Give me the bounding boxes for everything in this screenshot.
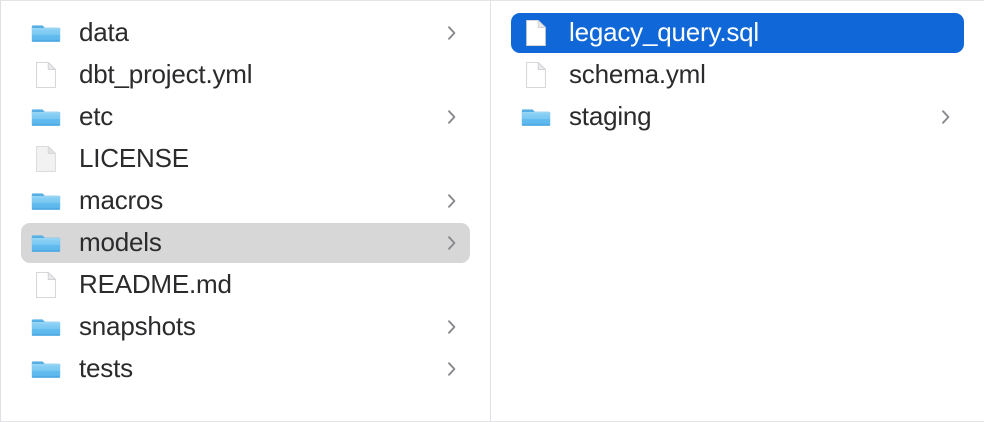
file-row[interactable]: dbt_project.yml [21,55,470,95]
folder-icon [31,186,61,216]
folder-row[interactable]: tests [21,349,470,389]
folder-row[interactable]: data [21,13,470,53]
chevron-right-icon[interactable] [446,317,458,337]
item-label: staging [569,103,652,131]
column-parent: data dbt_project.yml [1,1,491,421]
chevron-right-icon[interactable] [446,359,458,379]
document-icon [31,270,61,300]
item-label: data [79,19,129,47]
file-row[interactable]: README.md [21,265,470,305]
folder-row[interactable]: staging [511,97,964,137]
folder-icon [521,102,551,132]
item-label: macros [79,187,164,215]
folder-row[interactable]: etc [21,97,470,137]
folder-row[interactable]: snapshots [21,307,470,347]
file-row[interactable]: legacy_query.sql [511,13,964,53]
chevron-right-icon[interactable] [446,107,458,127]
item-label: models [79,229,162,257]
item-label: README.md [79,271,232,299]
document-plain-icon [31,144,61,174]
document-icon [521,60,551,90]
item-label: LICENSE [79,145,189,173]
folder-icon [31,354,61,384]
folder-icon [31,102,61,132]
chevron-right-icon[interactable] [940,107,952,127]
folder-row[interactable]: models [21,223,470,263]
item-label: dbt_project.yml [79,61,253,89]
document-icon [521,18,551,48]
document-icon [31,60,61,90]
file-row[interactable]: LICENSE [21,139,470,179]
item-label: tests [79,355,133,383]
chevron-right-icon[interactable] [446,233,458,253]
folder-icon [31,228,61,258]
folder-icon [31,312,61,342]
folder-row[interactable]: macros [21,181,470,221]
item-label: schema.yml [569,61,706,89]
column-child: legacy_query.sql schema.yml [491,1,984,421]
folder-icon [31,18,61,48]
item-label: etc [79,103,114,131]
file-row[interactable]: schema.yml [511,55,964,95]
chevron-right-icon[interactable] [446,23,458,43]
item-label: snapshots [79,313,196,341]
chevron-right-icon[interactable] [446,191,458,211]
item-label: legacy_query.sql [569,19,759,47]
